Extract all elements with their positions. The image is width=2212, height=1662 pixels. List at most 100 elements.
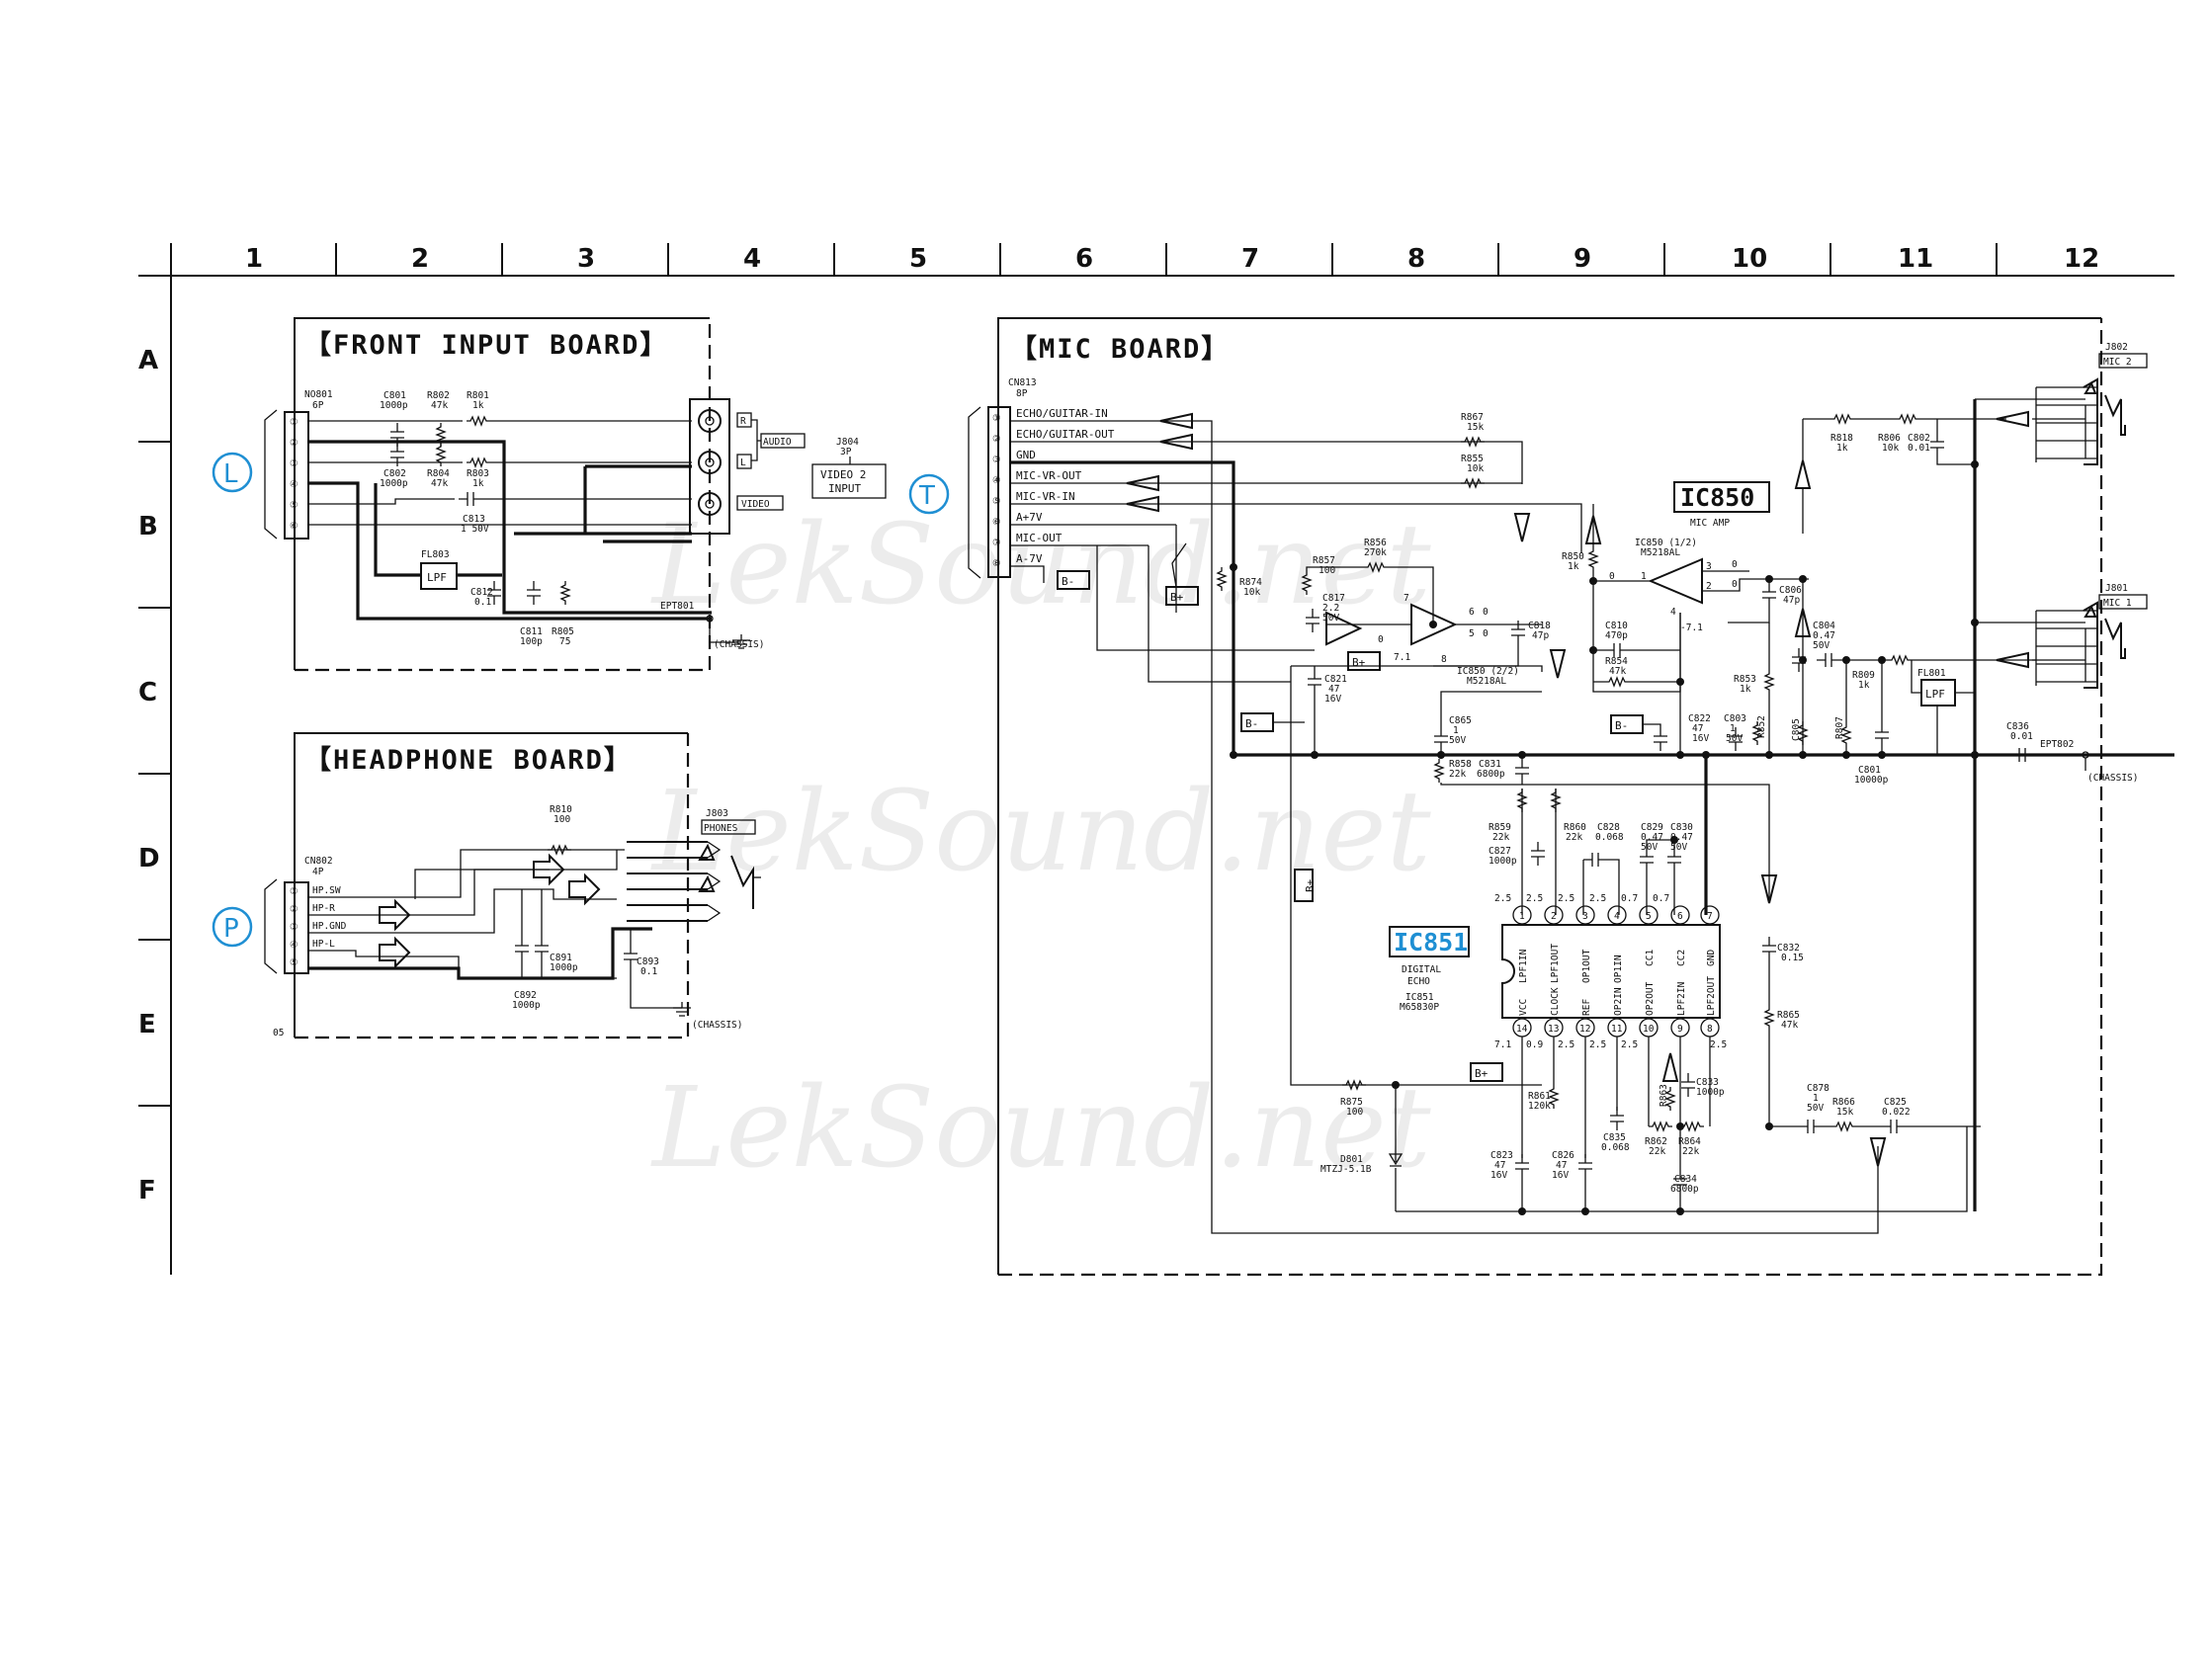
svg-text:47: 47 [1556,1160,1567,1171]
svg-text:J801: J801 [2105,583,2128,594]
svg-text:1k: 1k [1858,680,1870,691]
svg-text:GND: GND [1016,449,1036,461]
grid-col-3: 3 [577,244,595,274]
svg-text:CC1: CC1 [1645,950,1656,966]
svg-text:14: 14 [1516,1024,1528,1035]
svg-text:2.5: 2.5 [1589,1039,1606,1050]
grid-col-7: 7 [1241,244,1259,274]
svg-text:47k: 47k [431,400,448,411]
watermark-text: LekSound.net [650,768,1432,896]
svg-text:MIC-OUT: MIC-OUT [1016,532,1063,544]
svg-text:ECHO/GUITAR-OUT: ECHO/GUITAR-OUT [1016,428,1115,441]
svg-text:0.068: 0.068 [1595,832,1624,843]
svg-text:13: 13 [1548,1024,1559,1035]
grid-col-5: 5 [909,244,927,274]
svg-text:C804: C804 [1813,621,1835,631]
svg-text:16V: 16V [1692,733,1709,744]
svg-text:①: ① [290,886,298,897]
svg-text:2.5: 2.5 [1589,893,1606,904]
svg-text:R867: R867 [1461,412,1484,423]
svg-text:C865: C865 [1449,715,1472,726]
svg-text:05: 05 [273,1028,284,1039]
svg-text:CN802: CN802 [304,856,333,867]
fl803-lpf [420,562,458,590]
mic-board-title: 【MIC BOARD】 [1010,334,1230,365]
svg-text:75: 75 [559,636,570,647]
svg-text:M5218AL: M5218AL [1641,547,1680,558]
svg-text:22k: 22k [1566,832,1582,843]
svg-text:C892: C892 [514,990,537,1001]
svg-text:1: 1 [1453,725,1459,736]
ic850-label-box [1673,481,1770,513]
grid-row-c: C [138,678,157,707]
svg-text:4P: 4P [312,867,324,877]
svg-text:100p: 100p [520,636,543,647]
svg-text:47: 47 [1692,723,1703,734]
svg-text:⑧: ⑧ [992,558,1001,569]
svg-text:C836: C836 [2006,721,2029,732]
svg-text:C822: C822 [1688,713,1711,724]
grid-row-b: B [138,512,158,541]
svg-text:ECHO: ECHO [1407,976,1430,987]
svg-text:2.5: 2.5 [1558,893,1574,904]
svg-text:R863: R863 [1659,1084,1669,1107]
svg-text:C828: C828 [1597,822,1620,833]
svg-text:1000p: 1000p [380,400,408,411]
svg-text:7: 7 [1404,593,1409,604]
svg-text:1000p: 1000p [550,962,578,973]
svg-text:R803: R803 [467,468,489,479]
svg-text:50V: 50V [1807,1103,1824,1114]
svg-text:②: ② [290,904,298,915]
svg-text:MIC AMP: MIC AMP [1690,518,1730,529]
svg-text:④: ④ [290,940,298,951]
svg-text:R804: R804 [427,468,450,479]
svg-text:④: ④ [290,479,298,490]
svg-text:50V: 50V [1449,735,1466,746]
svg-text:0.068: 0.068 [1601,1142,1630,1153]
svg-text:LPF2IN: LPF2IN [1676,981,1687,1016]
svg-text:①: ① [290,417,298,428]
svg-text:②: ② [992,434,1001,445]
svg-text:0.47: 0.47 [1641,832,1663,843]
svg-text:0.01: 0.01 [1908,443,1930,454]
svg-text:B+: B+ [1475,1067,1489,1080]
svg-text:2.5: 2.5 [1558,1039,1574,1050]
svg-text:(CHASSIS): (CHASSIS) [2087,773,2138,784]
svg-text:EPT802: EPT802 [2040,739,2074,750]
ic851-pin-names: LPF1IN LPF1OUT OP1OUT OP1IN CC1 CC2 GND … [1518,944,1717,1016]
svg-text:0.47: 0.47 [1670,832,1693,843]
svg-text:C811: C811 [520,626,543,637]
svg-text:4: 4 [1670,607,1676,618]
cn802-connector [284,881,309,974]
svg-text:(CHASSIS): (CHASSIS) [692,1020,742,1031]
svg-text:C801: C801 [383,390,406,401]
svg-text:③: ③ [992,455,1001,465]
svg-text:⑤: ⑤ [290,957,298,968]
svg-text:⑤: ⑤ [992,496,1001,507]
grid-col-4: 4 [743,244,761,274]
grid-col-10: 10 [1732,244,1767,274]
svg-text:1k: 1k [1568,561,1579,572]
svg-text:0.15: 0.15 [1781,953,1804,963]
svg-text:LPF: LPF [427,571,447,584]
svg-text:R874: R874 [1239,577,1262,588]
svg-text:120k: 120k [1528,1101,1551,1112]
svg-text:C830: C830 [1670,822,1693,833]
svg-text:OP2IN: OP2IN [1613,987,1624,1016]
svg-text:C810: C810 [1605,621,1628,631]
svg-text:FL801: FL801 [1917,668,1946,679]
svg-text:⑥: ⑥ [290,521,298,532]
svg-text:0: 0 [1609,571,1615,582]
svg-text:J803: J803 [706,808,728,819]
svg-text:R862: R862 [1645,1136,1667,1147]
svg-text:⑦: ⑦ [992,538,1001,548]
svg-text:R805: R805 [552,626,574,637]
svg-text:50V: 50V [1322,613,1339,623]
svg-text:0.7: 0.7 [1621,893,1638,904]
svg-text:2.5: 2.5 [1621,1039,1638,1050]
svg-text:10k: 10k [1243,587,1260,598]
svg-text:C831: C831 [1479,759,1501,770]
grid-col-9: 9 [1574,244,1591,274]
svg-text:6: 6 [1469,607,1475,618]
svg-text:IC850 (2/2): IC850 (2/2) [1457,666,1519,677]
